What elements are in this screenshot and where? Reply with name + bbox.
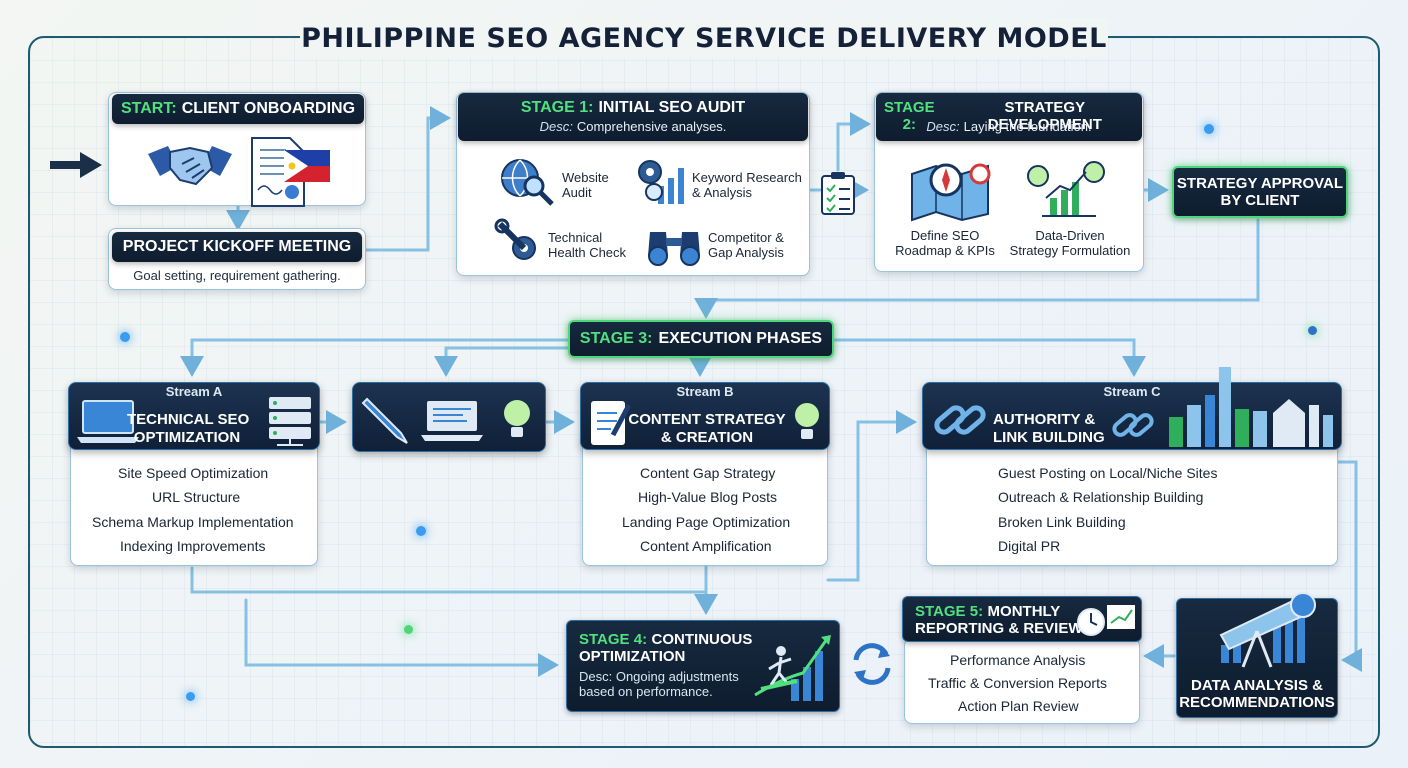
stage2-label: STRATEGY DEVELOPMENT: [987, 99, 1102, 133]
stage2-header: STAGE 2: STRATEGY DEVELOPMENT Desc: Layi…: [876, 93, 1142, 141]
stage1-header: STAGE 1: INITIAL SEO AUDIT Desc: Compreh…: [458, 93, 808, 141]
kickoff-header: PROJECT KICKOFF MEETING: [112, 232, 362, 262]
gears-chart-icon: [638, 160, 684, 204]
refresh-cycle-icon: [853, 643, 891, 685]
streamA-card: [70, 432, 318, 566]
philippine-flag-icon: [284, 150, 330, 182]
decor-dot: [404, 625, 413, 634]
streamA-stream-label: Stream A: [165, 384, 223, 399]
streamC-stream-label: Stream C: [1103, 384, 1161, 399]
stage1-prefix: STAGE 1:: [520, 99, 594, 116]
approval-box: STRATEGY APPROVAL BY CLIENT: [1172, 166, 1348, 218]
streamB-item-2: Landing Page Optimization: [622, 514, 791, 530]
onboarding-label: CLIENT ONBOARDING: [181, 100, 356, 117]
laptop-icon: [421, 401, 483, 441]
stage3-prefix: STAGE 3:: [579, 330, 653, 347]
stage2-item-roadmap: Define SEO Roadmap & KPIs: [895, 228, 995, 258]
stage4-desc: Desc: Ongoing adjustments based on perfo…: [579, 669, 739, 699]
stage3-box: STAGE 3: EXECUTION PHASES: [568, 320, 834, 358]
streamC-card: [926, 432, 1338, 566]
surfer-chart-icon: [754, 635, 831, 701]
stage2-desc: Laying the foundation.: [963, 119, 1092, 134]
stage1-item-website-audit: Website Audit: [562, 170, 609, 200]
onboarding-header: START: CLIENT ONBOARDING: [112, 94, 364, 124]
kickoff-title: PROJECT KICKOFF MEETING: [122, 238, 352, 255]
streamB-stream-label: Stream B: [676, 384, 734, 399]
approval-label: STRATEGY APPROVAL BY CLIENT: [1176, 175, 1344, 209]
decor-dot: [120, 332, 130, 342]
lightbulb-icon: [795, 403, 819, 439]
stage1-desc-prefix: Desc:: [539, 119, 573, 134]
streamB-item-3: Content Amplification: [640, 538, 772, 554]
tools-banner: [352, 382, 546, 452]
decor-dot: [1204, 124, 1214, 134]
checklist-icon: [821, 172, 855, 215]
chain-link-icon: [934, 405, 986, 435]
decor-dot: [416, 526, 426, 536]
stage5-header: STAGE 5: MONTHLY REPORTING & REVIEW: [902, 596, 1142, 642]
stage1-label: INITIAL SEO AUDIT: [598, 99, 746, 116]
decor-dot: [1308, 326, 1317, 335]
stage5-item-1: Traffic & Conversion Reports: [928, 675, 1107, 691]
streamC-item-3: Digital PR: [998, 538, 1061, 554]
city-skyline-icon: [1169, 367, 1333, 447]
streamC-header: Stream C AUTHORITY & LINK BUILDING: [922, 367, 1342, 450]
stage5-card: [904, 638, 1140, 724]
onboarding-prefix: START:: [120, 100, 177, 117]
streamB-title: CONTENT STRATEGY & CREATION: [628, 411, 786, 446]
stage2-desc-prefix: Desc:: [926, 119, 960, 134]
globe-magnifier-icon: [501, 159, 554, 206]
streamC-item-0: Guest Posting on Local/Niche Sites: [998, 465, 1218, 481]
streamC-item-2: Broken Link Building: [998, 514, 1126, 530]
streamA-title: TECHNICAL SEO OPTIMIZATION: [127, 411, 250, 446]
title-banner: PHILIPPINE SEO AGENCY SERVICE DELIVERY M…: [300, 18, 1108, 58]
streamC-item-1: Outreach & Relationship Building: [998, 489, 1204, 505]
stage1-item-technical-health: Technical Health Check: [548, 230, 627, 260]
streamA-item-2: Schema Markup Implementation: [92, 514, 294, 530]
stage1-desc: Comprehensive analyses.: [576, 119, 727, 134]
streamB-item-0: Content Gap Strategy: [640, 465, 776, 481]
stage5-item-2: Action Plan Review: [958, 698, 1079, 714]
stage5-item-0: Performance Analysis: [950, 652, 1086, 668]
map-compass-icon: [911, 163, 991, 222]
stage2-prefix: STAGE 2:: [884, 99, 935, 133]
server-icon: [269, 397, 311, 446]
stage2-item-data-driven: Data-Driven Strategy Formulation: [1009, 228, 1131, 258]
handshake-icon: [148, 146, 232, 186]
lightbulb-icon: [504, 400, 530, 437]
notepad-icon: [591, 401, 631, 445]
lightbulb-chart-icon: [1027, 161, 1105, 217]
decor-dot: [186, 692, 195, 701]
stage4-box: STAGE 4: CONTINUOUS OPTIMIZATION Desc: O…: [566, 620, 840, 712]
binoculars-icon: [648, 232, 700, 266]
stage1-item-competitor-gap: Competitor & Gap Analysis: [708, 230, 784, 260]
streamA-item-0: Site Speed Optimization: [118, 465, 269, 481]
chain-link-icon: [1112, 413, 1154, 437]
streamA-item-1: URL Structure: [152, 489, 241, 505]
wrench-gear-icon: [494, 218, 536, 260]
stage3-label: EXECUTION PHASES: [658, 330, 823, 347]
kickoff-desc: Goal setting, requirement gathering.: [133, 268, 341, 283]
page-title: PHILIPPINE SEO AGENCY SERVICE DELIVERY M…: [301, 22, 1107, 54]
clock-icon: [1077, 605, 1135, 636]
data-analysis-box: DATA ANALYSIS & RECOMMENDATIONS: [1176, 592, 1338, 718]
laptop-icon: [77, 400, 139, 443]
data-analysis-label: DATA ANALYSIS & RECOMMENDATIONS: [1179, 677, 1335, 711]
telescope-chart-icon: [1219, 592, 1316, 668]
stage5-label: MONTHLY REPORTING & REVIEW: [915, 603, 1083, 637]
streamB-card: [582, 432, 828, 566]
streamA-item-3: Indexing Improvements: [120, 538, 266, 554]
streamC-title: AUTHORITY & LINK BUILDING: [993, 411, 1105, 446]
stage1-item-keyword-research: Keyword Research & Analysis: [692, 170, 802, 200]
streamB-header: Stream B CONTENT STRATEGY & CREATION: [580, 382, 830, 450]
stage5-prefix: STAGE 5:: [915, 603, 984, 620]
pencil-icon: [361, 397, 408, 444]
stage4-label: CONTINUOUS OPTIMIZATION: [579, 631, 753, 665]
stage4-prefix: STAGE 4:: [579, 631, 648, 648]
streamA-header: Stream A TECHNICAL SEO OPTIMIZATION: [68, 382, 320, 450]
streamB-item-1: High-Value Blog Posts: [638, 489, 778, 505]
